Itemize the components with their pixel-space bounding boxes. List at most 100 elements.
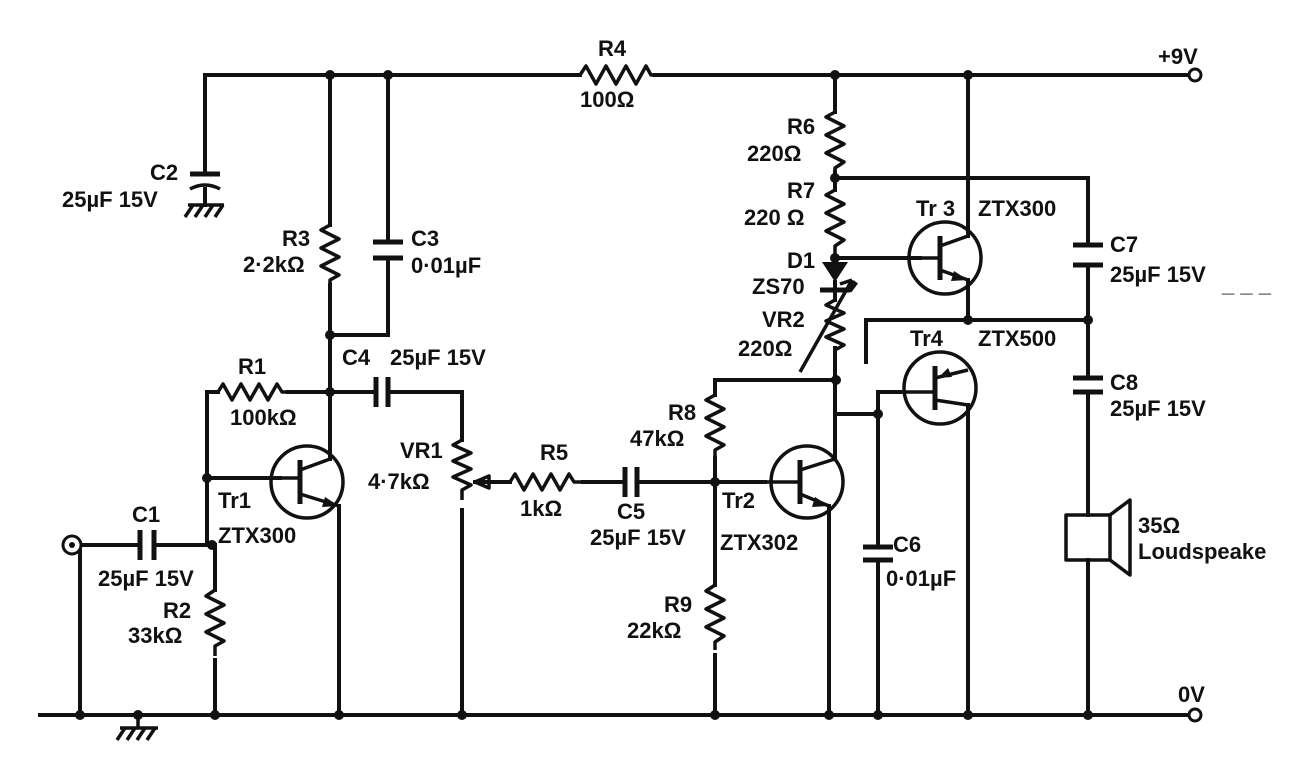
tr1-ref-label: Tr1 [218, 488, 251, 513]
wiper-arrow-icon [473, 474, 491, 490]
r8-value-label: 47kΩ [630, 426, 684, 451]
junction-dot [325, 387, 335, 397]
c7-value-label: 25µF 15V [1110, 262, 1206, 287]
positive-terminal [1187, 67, 1203, 83]
junction-dot [824, 710, 834, 720]
r7-value-label: 220 Ω [744, 205, 804, 230]
wiring [38, 73, 1197, 717]
c7-ref-label: C7 [1110, 232, 1138, 257]
tr2-ref-label: Tr2 [722, 488, 755, 513]
r7-ref-label: R7 [787, 178, 815, 203]
d1-value-label: ZS70 [752, 274, 805, 299]
vr1-ref-label: VR1 [400, 438, 443, 463]
output-node-wire [864, 318, 1090, 364]
junction-dot [830, 173, 840, 183]
ground-terminal [1187, 707, 1203, 723]
c2-value-label: 25µF 15V [62, 187, 158, 212]
positive-rail-label: +9V [1158, 44, 1198, 69]
junction-dot [873, 710, 883, 720]
r3-value-label: 2·2kΩ [243, 252, 305, 277]
junction-dot [963, 70, 973, 80]
resistor-r5-icon [508, 472, 583, 492]
c6-value-label: 0·01µF [886, 566, 956, 591]
r9-ref-label: R9 [664, 592, 692, 617]
r1-value-label: 100kΩ [230, 405, 297, 430]
junction-dot [207, 540, 217, 550]
transistor-tr1-icon [269, 444, 345, 520]
transistor-tr4-icon [900, 350, 978, 426]
vr2-ref-label: VR2 [762, 307, 805, 332]
r8-ref-label: R8 [668, 400, 696, 425]
r3-c3-wire [328, 73, 390, 337]
tr2-wire [827, 346, 837, 717]
zener-diode-d1-icon [820, 262, 858, 302]
r4-ref-label: R4 [598, 36, 627, 61]
tr1-value-label: ZTX300 [218, 523, 296, 548]
speaker-value-label: Loudspeake [1138, 539, 1266, 564]
capacitor-c6-icon [863, 544, 893, 563]
junction-dot [873, 409, 883, 419]
capacitor-c3-icon [373, 239, 403, 261]
transistor-tr2-icon [765, 444, 845, 520]
capacitor-c2-icon [189, 171, 221, 191]
r9-value-label: 22kΩ [627, 618, 681, 643]
junction-dot [457, 710, 467, 720]
r8-r9-wire [713, 378, 837, 717]
d1-ref-label: D1 [787, 248, 815, 273]
input-jack-pin [69, 542, 75, 548]
resistor-r2-icon [204, 588, 226, 656]
resistor-r1-icon [216, 382, 287, 402]
ground-symbol-icon [183, 189, 225, 218]
resistor-r4-icon [578, 64, 655, 86]
junction-dot [202, 473, 212, 483]
r5-ref-label: R5 [540, 440, 568, 465]
junction-dot [963, 315, 973, 325]
tr4-base-wire [834, 390, 902, 717]
r3-ref-label: R3 [282, 226, 310, 251]
c8-value-label: 25µF 15V [1110, 396, 1206, 421]
junction-dot [334, 710, 344, 720]
tr3-ref-label: Tr 3 [916, 196, 955, 221]
c4-value-label: 25µF 15V [390, 345, 486, 370]
transistor-tr3-icon [907, 220, 983, 296]
c1-value-label: 25µF 15V [98, 566, 194, 591]
resistor-r7-icon [824, 188, 846, 258]
r2-ref-label: R2 [163, 598, 191, 623]
ground-rail-label: 0V [1178, 682, 1205, 707]
junction-dot [1083, 315, 1093, 325]
resistor-r9-icon [704, 583, 726, 650]
capacitor-c7-icon [1073, 242, 1103, 268]
resistor-r3-icon [319, 223, 341, 285]
junction-dot [710, 477, 720, 487]
tr4-value-label: ZTX500 [978, 326, 1056, 351]
capacitor-c5-icon [622, 467, 640, 497]
junction-dot [210, 710, 220, 720]
c4-vr1-wire [328, 390, 464, 717]
c5-ref-label: C5 [617, 499, 645, 524]
capacitor-c4-icon [373, 377, 391, 407]
ground-symbol-icon [115, 715, 158, 741]
speaker-ref-label: 35Ω [1138, 513, 1180, 538]
vr1-value-label: 4·7kΩ [368, 469, 430, 494]
potentiometer-vr1-icon [451, 438, 473, 500]
r2-value-label: 33kΩ [128, 623, 182, 648]
variable-arrow-icon [798, 278, 854, 373]
junction-dot [963, 710, 973, 720]
c7-trailing-label: _ _ _ [1221, 272, 1272, 297]
tr2-value-label: ZTX302 [720, 530, 798, 555]
tr4-ref-label: Tr4 [910, 326, 944, 351]
resistor-r8-icon [704, 393, 726, 458]
variable-resistor-vr2-icon [824, 298, 846, 360]
capacitor-c8-icon [1073, 375, 1103, 395]
vr2-value-label: 220Ω [738, 336, 792, 361]
loudspeaker-icon [1064, 498, 1132, 577]
r1-feedback-wire [205, 390, 332, 547]
c1-ref-label: C1 [132, 502, 160, 527]
tr3-value-label: ZTX300 [978, 196, 1056, 221]
r4-value-label: 100Ω [580, 87, 634, 112]
c8-ref-label: C8 [1110, 370, 1138, 395]
junction-dot [383, 70, 393, 80]
r6-value-label: 220Ω [747, 141, 801, 166]
junction-dot [830, 70, 840, 80]
